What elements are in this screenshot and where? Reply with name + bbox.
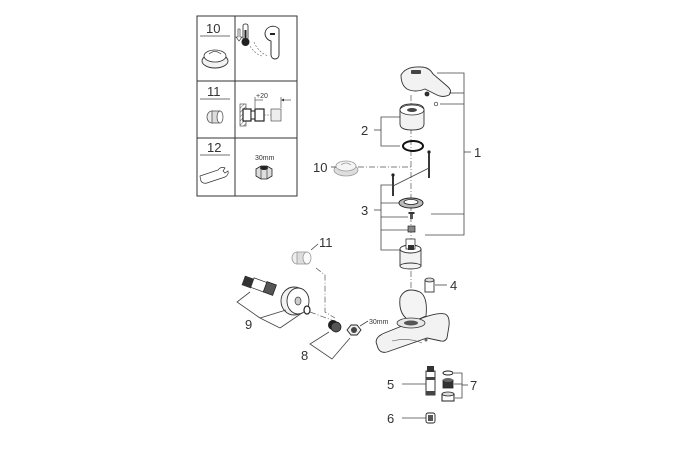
- callout-7-bracket: [454, 372, 468, 399]
- part-rosette: [280, 286, 310, 316]
- part-o-ring: [402, 140, 424, 152]
- part-fixing-ring: [398, 197, 424, 209]
- part-union-nut-black: [328, 320, 342, 333]
- callout-8-bracket: [309, 331, 351, 360]
- part-cartridge: [399, 238, 422, 270]
- callout-label-11: 11: [319, 235, 333, 250]
- part-union-nut-30mm: [346, 324, 362, 336]
- temperature-limiter-part-icon: [201, 49, 229, 69]
- part-seal-washer: [303, 305, 311, 315]
- wrench-icon: [199, 166, 229, 184]
- nut-size-callout: 30mm: [369, 319, 389, 326]
- legend-number: 11: [207, 84, 221, 99]
- part-mixer-body: [375, 289, 450, 353]
- callout-label-4: 4: [450, 278, 457, 293]
- part-small-screw: [408, 212, 415, 219]
- callout-3-bracket: [374, 184, 408, 251]
- legend-number: 12: [207, 140, 221, 155]
- callout-2-bracket: [374, 116, 400, 147]
- part-lever-handle: [400, 66, 452, 107]
- callout-label-5: 5: [387, 377, 394, 392]
- extension-part-icon: [206, 110, 224, 124]
- part-nozzle: [425, 412, 436, 424]
- callout-label-6: 6: [387, 411, 394, 426]
- nut-icon: [255, 165, 273, 180]
- part-aerator-set: [441, 370, 455, 402]
- callout-label-8: 8: [301, 348, 308, 363]
- callout-label-9: 9: [245, 317, 252, 332]
- extension-axis: [315, 267, 336, 319]
- callout-label-10: 10: [313, 160, 327, 175]
- part-long-screw-right: [427, 150, 431, 178]
- legend-box: 10 11: [196, 15, 298, 197]
- dimension-label: +20: [256, 93, 268, 100]
- part-extension: [291, 251, 312, 265]
- part-temperature-limiter: [333, 160, 359, 177]
- legend-row-12: 12 30mm: [199, 140, 275, 184]
- callout-label-2: 2: [361, 123, 368, 138]
- part-plug: [424, 277, 435, 293]
- callout-label-1: 1: [474, 145, 481, 160]
- callout-label-3: 3: [361, 203, 368, 218]
- legend-row-11: 11 +20: [200, 84, 291, 127]
- legend-row-10: 10: [200, 21, 280, 69]
- legend-number: 10: [206, 21, 220, 36]
- nut-size-label: 30mm: [255, 155, 275, 162]
- callout-label-7: 7: [470, 378, 477, 393]
- part-cover-cap: [399, 103, 425, 131]
- extension-dimension-icon: +20: [239, 93, 291, 127]
- temperature-limiter-icon: [235, 23, 280, 60]
- callout-1-bracket: [425, 72, 471, 236]
- part-diverter: [425, 366, 436, 396]
- part-small-nut: [407, 225, 416, 233]
- part-s-union: [241, 275, 277, 296]
- callout-9-bracket: [236, 291, 303, 329]
